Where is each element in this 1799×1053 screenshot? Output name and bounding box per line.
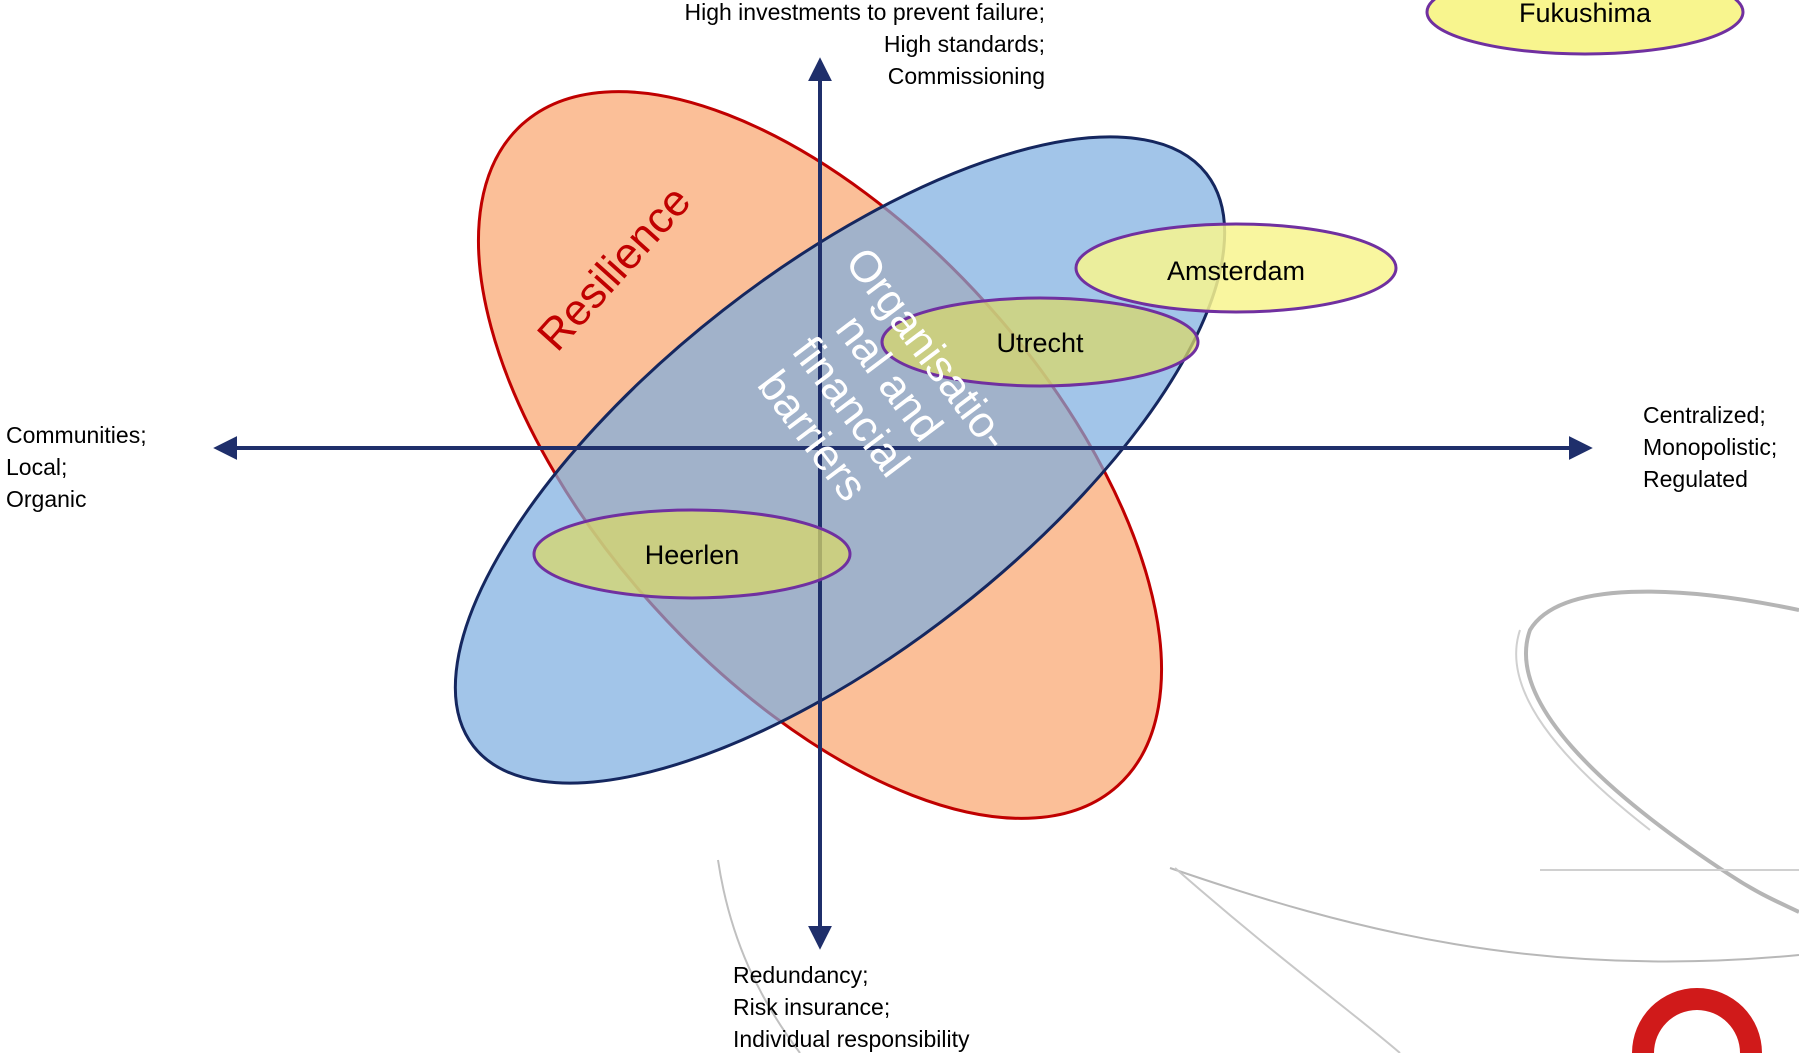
city-label-utrecht: Utrecht [996,328,1084,358]
axis-label-left: Communities; Local; Organic [6,422,147,512]
axis-label-top-line-3: Commissioning [888,63,1045,89]
axis-label-top: High investments to prevent failure; Hig… [684,0,1045,89]
city-label-amsterdam: Amsterdam [1167,256,1305,286]
axis-label-top-line-2: High standards; [884,31,1045,57]
axis-label-left-line-1: Communities; [6,422,147,448]
axis-label-left-line-3: Organic [6,486,87,512]
axis-label-right-line-3: Regulated [1643,466,1748,492]
axis-label-bottom: Redundancy; Risk insurance; Individual r… [733,962,970,1052]
axis-label-bottom-line-3: Individual responsibility [733,1026,970,1052]
city-label-fukushima: Fukushima [1519,0,1652,28]
axis-label-top-line-1: High investments to prevent failure; [684,0,1045,25]
axis-label-right: Centralized; Monopolistic; Regulated [1643,402,1777,492]
city-fukushima: Fukushima [1425,0,1745,56]
axis-label-bottom-line-1: Redundancy; [733,962,869,988]
city-utrecht: Utrecht [880,296,1200,388]
city-heerlen: Heerlen [532,508,852,600]
city-label-heerlen: Heerlen [645,540,740,570]
logo-mark [1632,988,1762,1053]
axis-label-right-line-1: Centralized; [1643,402,1766,428]
axis-label-left-line-2: Local; [6,454,67,480]
axis-label-right-line-2: Monopolistic; [1643,434,1777,460]
city-amsterdam: Amsterdam [1074,222,1398,314]
axis-label-bottom-line-2: Risk insurance; [733,994,890,1020]
decorative-swoosh [717,589,1799,1053]
